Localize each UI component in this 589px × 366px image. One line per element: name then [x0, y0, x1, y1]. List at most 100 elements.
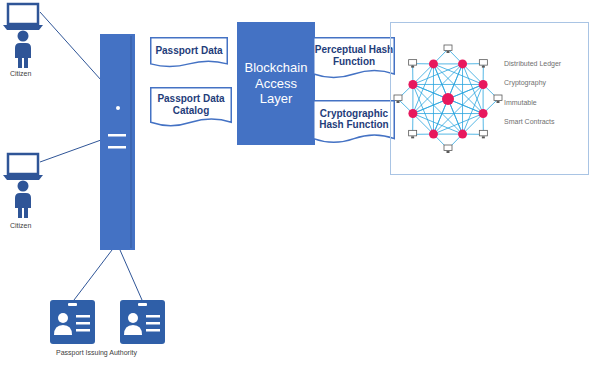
badge-shoulders: [54, 325, 72, 335]
computer-screen: [479, 130, 487, 136]
computer-stand: [447, 51, 450, 53]
ledger-node: [458, 130, 467, 139]
ledger-node: [408, 80, 417, 89]
ledger-node: [479, 109, 488, 118]
network-link: [433, 64, 483, 114]
network-link: [413, 84, 483, 113]
network-link: [433, 64, 462, 134]
ledger-node: [458, 59, 467, 68]
network-link: [413, 64, 463, 114]
badge-line: [146, 329, 160, 332]
badge-card: [120, 300, 165, 344]
computer-screen: [479, 60, 487, 66]
badge-head: [58, 313, 68, 323]
badge-slot: [68, 303, 77, 306]
group-label: Passport Issuing Authority: [56, 349, 137, 356]
computer-stand: [397, 101, 400, 103]
person-leg: [24, 58, 28, 68]
wire: [40, 12, 101, 80]
layer-box: Blockchain Access Layer: [237, 22, 315, 145]
ledger-node: [429, 59, 438, 68]
feature-label: Cryptography: [504, 79, 546, 86]
laptop-base: [3, 25, 43, 30]
document-path: [151, 38, 228, 67]
network-link: [462, 64, 463, 134]
computer-screen: [409, 130, 417, 136]
network-link: [413, 84, 483, 85]
id-badge: [120, 300, 165, 344]
ledger-node: [442, 93, 454, 105]
wires: [40, 12, 142, 300]
laptop-base: [3, 175, 43, 180]
document-shape: Cryptographic Hash Function: [313, 100, 395, 146]
computer-icon: [479, 130, 487, 138]
network-link: [433, 64, 462, 134]
computer-screen: [394, 95, 402, 101]
person-leg: [18, 58, 22, 68]
computer-screen: [494, 95, 502, 101]
person-leg: [18, 208, 22, 218]
badge-card: [50, 300, 95, 344]
server-slot: [108, 134, 126, 137]
wire: [74, 250, 112, 300]
badge-line: [76, 329, 90, 332]
computer-stand: [497, 101, 500, 103]
network-link: [433, 84, 483, 134]
badge-shoulders: [124, 325, 142, 335]
server-tower: [100, 34, 135, 250]
network-panel: Distributed LedgerCryptographyImmutableS…: [390, 22, 589, 175]
layer-title: Blockchain Access Layer: [237, 60, 315, 107]
server-body: [100, 34, 135, 250]
computer-stand: [411, 66, 414, 68]
text-holder: Passport Data Catalog: [150, 87, 232, 129]
badge-head: [128, 313, 138, 323]
ledger-node: [408, 109, 417, 118]
computer-icon: [394, 95, 402, 103]
computer-screen: [444, 45, 452, 51]
feature-label: Smart Contracts: [504, 118, 555, 125]
actor-label: Citizen: [10, 70, 31, 77]
feature-label: Distributed Ledger: [504, 60, 561, 67]
document-path: [314, 101, 395, 143]
network-link: [413, 113, 483, 114]
text-holder: Cryptographic Hash Function: [313, 100, 395, 146]
wire: [120, 250, 142, 300]
citizen-icon: [3, 4, 43, 68]
network-link: [413, 84, 463, 134]
computer-icon: [444, 45, 452, 53]
document-label: Passport Data Catalog: [150, 93, 232, 116]
server-light: [116, 106, 120, 110]
badge-line: [76, 322, 90, 325]
document-label: Passport Data: [155, 45, 222, 57]
server-slot: [108, 146, 126, 149]
badge-line: [146, 322, 160, 325]
laptop-screen: [8, 154, 38, 174]
actor-label: Citizen: [10, 222, 31, 229]
text-holder: Passport Data: [150, 37, 228, 69]
citizen-icon: [3, 154, 43, 218]
computer-stand: [447, 151, 450, 153]
person-body: [15, 193, 31, 208]
person-head: [18, 31, 29, 42]
person-head: [18, 181, 29, 192]
network-illustration: [394, 45, 502, 153]
computer-icon: [444, 145, 452, 153]
id-badge: [50, 300, 95, 344]
document-shape: Passport Data: [150, 37, 228, 69]
computer-stand: [482, 136, 485, 138]
document-shape: Perceptual Hash Function: [313, 37, 395, 81]
server-edge: [130, 36, 132, 248]
network-link: [433, 64, 434, 134]
feature-label: Immutable: [504, 99, 537, 106]
badge-slot: [138, 303, 147, 306]
person-leg: [24, 208, 28, 218]
computer-stand: [411, 136, 414, 138]
person-body: [15, 43, 31, 58]
computer-icon: [494, 95, 502, 103]
computer-screen: [444, 145, 452, 151]
text-holder: Perceptual Hash Function: [313, 37, 395, 81]
ledger-node: [429, 130, 438, 139]
computer-icon: [409, 60, 417, 68]
document-path: [314, 38, 395, 78]
